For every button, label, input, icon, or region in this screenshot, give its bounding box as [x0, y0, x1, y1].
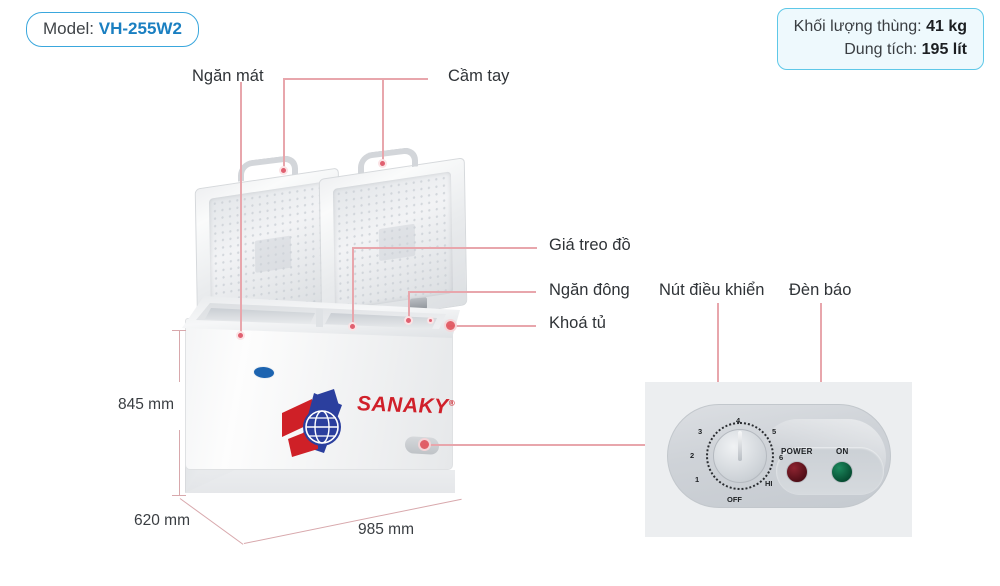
dial-off-label: OFF: [727, 495, 742, 504]
power-led-indicator: [786, 461, 808, 483]
volume-row: Dung tích: 195 lít: [794, 39, 967, 62]
leader-line-knob: [717, 303, 719, 428]
leader-line-lock: [448, 325, 536, 327]
thermostat-dial-pointer: [738, 431, 742, 461]
dial-number-3: 3: [698, 427, 703, 436]
dial-number-6: 6: [779, 453, 784, 462]
volume-label: Dung tích:: [844, 40, 918, 58]
dial-number-5: 5: [772, 427, 777, 436]
leader-line-panel-zoom: [424, 444, 664, 446]
leader-dot-handle-right: [378, 159, 387, 168]
leader-line-rack-drop: [352, 247, 354, 327]
leader-line-indicator: [820, 303, 822, 443]
power-led-label: POWER: [781, 447, 813, 456]
on-led-label: ON: [836, 447, 849, 456]
model-value: VH-255W2: [98, 19, 182, 38]
dial-number-1: 1: [695, 475, 700, 484]
model-label: Model:: [43, 19, 95, 38]
leader-line-handle-spine: [283, 78, 428, 80]
volume-value: 195 lít: [921, 40, 967, 58]
lid-center-patch: [378, 223, 416, 262]
callout-control-knob: Nút điều khiển: [659, 281, 765, 299]
leader-dot-freeze: [404, 316, 413, 325]
brand-name: SANAKY: [357, 392, 449, 419]
sanaky-wordmark: SANAKY®: [357, 392, 455, 419]
leader-line-cool: [240, 82, 242, 336]
leader-line-freeze-drop: [408, 291, 410, 320]
leader-line-freeze: [408, 291, 536, 293]
callout-handle: Cầm tay: [448, 67, 510, 85]
compartment-divider: [316, 308, 323, 328]
callout-cool-compartment: Ngăn mát: [192, 67, 264, 85]
dim-line-height-upper: [179, 330, 180, 382]
dial-number-4: 4: [736, 416, 741, 425]
leader-dot-cool: [236, 331, 245, 340]
control-panel-detail: 1 2 3 4 5 6 OFF HI POWER ON: [645, 382, 912, 537]
leader-dot-lock-small: [427, 317, 434, 324]
dial-number-2: 2: [690, 451, 695, 460]
dim-tick-height-bottom: [172, 495, 186, 496]
model-badge: Model: VH-255W2: [26, 12, 199, 47]
dim-line-height-lower: [179, 430, 180, 495]
leader-dot-handle-left: [279, 166, 288, 175]
leader-ring-panel: [418, 438, 431, 451]
freezer-lid-right: [318, 157, 468, 327]
control-panel-plate: 1 2 3 4 5 6 OFF HI POWER ON: [667, 404, 891, 508]
callout-hanging-rack: Giá treo đồ: [549, 236, 631, 254]
thermostat-dial-ring: [706, 422, 774, 490]
lid-center-patch: [254, 235, 292, 273]
callout-freezer-compartment: Ngăn đông: [549, 281, 630, 299]
callout-cabinet-lock: Khoá tủ: [549, 314, 606, 332]
weight-label: Khối lượng thùng:: [793, 18, 922, 35]
dim-label-depth: 620 mm: [134, 512, 190, 529]
callout-indicator-light: Đèn báo: [789, 281, 852, 299]
dim-label-height: 845 mm: [118, 396, 174, 413]
on-led-indicator: [831, 461, 853, 483]
dial-hi-label: HI: [765, 479, 773, 488]
dim-tick-height-top: [172, 330, 186, 331]
cabinet-base: [185, 470, 455, 493]
leader-dot-rack: [348, 322, 357, 331]
spec-badge: Khối lượng thùng: 41 kg Dung tích: 195 l…: [776, 8, 984, 71]
leader-line-handle-left: [283, 78, 285, 171]
leader-ring-lock: [444, 319, 457, 332]
weight-value: 41 kg: [926, 18, 967, 35]
sanaky-logo-icon: [278, 383, 352, 461]
dim-label-width: 985 mm: [358, 521, 414, 538]
weight-row: Khối lượng thùng: 41 kg: [794, 16, 967, 39]
compartment-cool: [205, 308, 315, 324]
leader-line-handle-right: [382, 78, 384, 164]
freezer-illustration: SANAKY®: [182, 146, 468, 493]
leader-line-rack: [352, 247, 537, 249]
brand-trademark: ®: [448, 398, 456, 408]
